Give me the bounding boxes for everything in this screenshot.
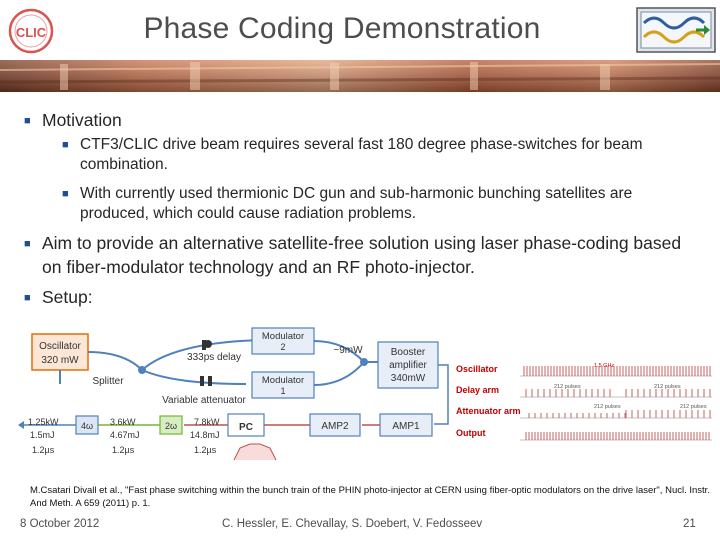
bullet-square-icon: ■ [62, 188, 69, 200]
svg-text:amplifier: amplifier [389, 360, 427, 371]
oscillator-label: Oscillator [39, 341, 81, 352]
svg-text:1.2µs: 1.2µs [112, 445, 135, 455]
svg-text:14.8mJ: 14.8mJ [190, 430, 220, 440]
booster-box [377, 341, 439, 389]
delay-label: 333ps delay [187, 352, 241, 363]
svg-text:2ω: 2ω [165, 421, 177, 431]
setup-diagram: Oscillator 320 mW Splitter 333ps delay V… [18, 327, 712, 461]
svg-text:1.25kW: 1.25kW [28, 417, 59, 427]
bullet-square-icon: ■ [24, 238, 31, 250]
oscillator-power: 320 mW [41, 355, 79, 366]
bullet-aim: ■Aim to provide an alternative satellite… [24, 233, 682, 277]
svg-text:Output: Output [456, 428, 486, 438]
bullet-square-icon: ■ [62, 139, 69, 151]
footer-date: 8 October 2012 [20, 518, 100, 530]
clic-logo: CLIC [8, 8, 54, 54]
bullet-square-icon: ■ [24, 292, 31, 304]
logo-text: CLIC [16, 25, 47, 40]
svg-text:212 pulses: 212 pulses [680, 404, 707, 410]
svg-text:Modulator: Modulator [262, 331, 304, 342]
bullet-motivation: ■Motivation [24, 108, 122, 133]
svg-text:PC: PC [239, 422, 253, 433]
svg-text:4.67mJ: 4.67mJ [110, 430, 140, 440]
sub-bullet-2: ■With currently used thermionic DC gun a… [62, 185, 633, 222]
svg-text:Booster: Booster [391, 347, 426, 358]
svg-text:212 pulses: 212 pulses [554, 384, 581, 390]
svg-text:Delay arm: Delay arm [456, 385, 499, 395]
svg-text:1: 1 [280, 386, 285, 396]
header-banner [0, 60, 720, 92]
bullet-square-icon: ■ [24, 115, 31, 127]
accelerator-icon [636, 7, 716, 53]
sub-bullet-1: ■CTF3/CLIC drive beam requires several f… [62, 136, 643, 173]
modulator-1-box [251, 371, 315, 399]
svg-text:212 pulses: 212 pulses [594, 404, 621, 410]
svg-text:3.6kW: 3.6kW [110, 417, 136, 427]
svg-text:AMP1: AMP1 [392, 421, 420, 432]
svg-text:AMP2: AMP2 [321, 421, 349, 432]
page-number: 21 [683, 518, 696, 530]
slide-header: CLIC Phase Coding Demonstration [0, 0, 720, 62]
attenuator-label: Variable attenuator [162, 395, 246, 406]
svg-text:212 pulses: 212 pulses [654, 384, 681, 390]
svg-text:4ω: 4ω [81, 421, 93, 431]
svg-text:Modulator: Modulator [262, 375, 304, 386]
page-title: Phase Coding Demonstration [143, 12, 541, 45]
svg-text:1.5mJ: 1.5mJ [30, 430, 55, 440]
svg-text:2: 2 [280, 342, 285, 352]
svg-text:7.8kW: 7.8kW [194, 417, 220, 427]
svg-text:1.2µs: 1.2µs [32, 445, 55, 455]
svg-text:Oscillator: Oscillator [456, 364, 498, 374]
citation: M.Csatari Divall et al., "Fast phase swi… [30, 485, 710, 509]
svg-text:1.5 GHz: 1.5 GHz [594, 363, 614, 369]
svg-text:340mW: 340mW [391, 373, 426, 384]
svg-text:1.2µs: 1.2µs [194, 445, 217, 455]
bullet-setup: ■Setup: [24, 285, 93, 310]
power-9mw: ~9mW [333, 345, 363, 356]
footer-authors: C. Hessler, E. Chevallay, S. Doebert, V.… [222, 518, 483, 530]
svg-text:Attenuator arm: Attenuator arm [456, 406, 521, 416]
splitter-label: Splitter [92, 376, 124, 387]
